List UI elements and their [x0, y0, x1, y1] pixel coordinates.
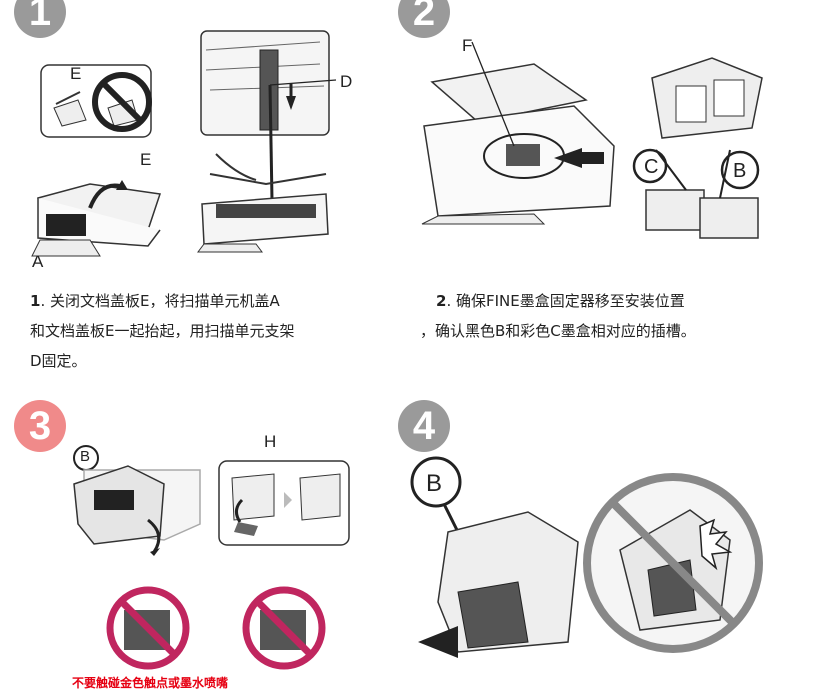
step3-cartridge-hand — [73, 445, 201, 556]
step2-caption-line1: 确保FINE墨盒固定器移至安装位置 — [455, 292, 685, 310]
step4-insert-cartridge — [410, 456, 579, 658]
label-b-step4: B — [426, 470, 443, 497]
step1-caption-line2: 和文档盖板E一起抬起，用扫描单元支架 — [30, 322, 295, 340]
step4-wrong-way — [583, 473, 763, 653]
step1-caption: 1. 关闭文档盖板E，将扫描单元机盖A 和文档盖板E一起抬起，用扫描单元支架 D… — [30, 286, 390, 376]
step3-remove-tape — [218, 460, 350, 546]
step-2-badge: 2 — [398, 0, 450, 38]
step1-cover-inset — [40, 64, 152, 138]
step1-pointer-line — [268, 79, 337, 201]
step2-caption-number: 2 — [436, 292, 447, 310]
step1-caption-line3: D固定。 — [30, 352, 87, 370]
step2-cartridge-holder — [651, 57, 763, 139]
step1-caption-line1: 关闭文档盖板E，将扫描单元机盖A — [49, 292, 280, 310]
step2-caption: 2. 确保FINE墨盒固定器移至安装位置 ，确认黑色B和彩色C墨盒相对应的插槽。 — [420, 286, 820, 346]
step2-slot-c — [632, 148, 705, 231]
step1-printer-left — [31, 180, 161, 257]
step2-slot-b — [699, 149, 760, 239]
step1-caption-number: 1 — [30, 292, 41, 310]
step2-caption-line2: ，确认黑色B和彩色C墨盒相对应的插槽。 — [420, 322, 696, 340]
step2-printer-open — [421, 41, 615, 225]
label-f: F — [462, 36, 473, 55]
label-a: A — [32, 252, 44, 271]
label-c: C — [644, 156, 659, 178]
step3-no-touch-2 — [242, 586, 326, 670]
label-b-step3: B — [80, 448, 91, 465]
step1-printer-right — [197, 153, 329, 253]
step-1-badge: 1 — [14, 0, 66, 38]
step-4-badge: 4 — [398, 400, 450, 452]
warning-text: 不要触碰金色触点或墨水喷嘴 — [72, 676, 229, 690]
label-e-top: E — [70, 64, 82, 83]
step3-no-touch-1 — [106, 586, 190, 670]
label-d: D — [340, 72, 353, 91]
label-b-step2: B — [733, 160, 747, 182]
label-h: H — [264, 432, 277, 451]
step-3-badge: 3 — [14, 400, 66, 452]
label-e-mid: E — [140, 150, 152, 169]
